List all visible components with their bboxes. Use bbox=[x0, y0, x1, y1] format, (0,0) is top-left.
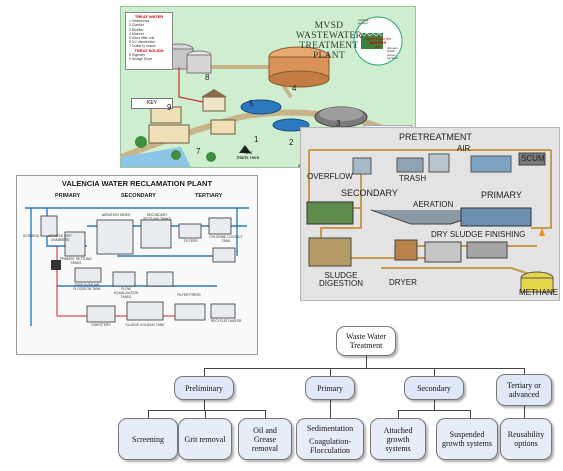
title-line: MVSD bbox=[314, 21, 344, 31]
key-item: 7 Outlet to marsh bbox=[129, 44, 156, 49]
label-sludge-digestion: SLUDGE DIGESTION bbox=[319, 271, 364, 288]
bubble-small: pieces bbox=[387, 52, 396, 57]
label-dryer: DRYER bbox=[389, 278, 417, 287]
stop-number: 1 bbox=[254, 135, 259, 144]
bubble-small: bacteria bbox=[387, 56, 398, 61]
tiny-label: SCREENS bbox=[23, 234, 39, 238]
node-waste-water-treatment: Waste Water Treatment bbox=[336, 326, 396, 356]
tiny-label: FILTER PRESS bbox=[177, 293, 201, 297]
key-item: 8 Digester bbox=[129, 52, 145, 57]
tiny-label: RECYCLED WATER bbox=[210, 319, 242, 323]
title-line: WASTEWATER bbox=[295, 31, 363, 41]
key-item: 6 UV disinfection bbox=[129, 40, 156, 45]
stop-number: 2 bbox=[289, 138, 294, 147]
stop-number: 3 bbox=[336, 119, 341, 128]
key-heading-treat-solids: TREAT SOLIDS bbox=[134, 47, 164, 53]
node-coagulation: Coagulation-Flocculation bbox=[309, 436, 351, 455]
node-primary-methods: Sedimentation Coagulation-Flocculation bbox=[296, 418, 364, 460]
label-primary: PRIMARY bbox=[481, 190, 522, 200]
valencia-schematic-art bbox=[25, 207, 249, 326]
node-sedimentation: Sedimentation bbox=[306, 423, 354, 433]
bubble-small: plastic bbox=[387, 49, 396, 54]
label-trash: TRASH bbox=[399, 174, 427, 183]
process-flow-diagram: PRETREATMENT AIR SCUM OVERFLOW TRASH SEC… bbox=[300, 127, 560, 301]
mvsd-title: MVSD WASTEWATER TREATMENT PLANT bbox=[239, 21, 415, 61]
bubble-label: Where Micro the BUGGIES live bbox=[352, 37, 404, 49]
key-tag: KEY bbox=[131, 98, 173, 109]
node-reusability-options: Reusability options bbox=[500, 418, 552, 460]
tiny-label: FILTERS bbox=[184, 239, 198, 243]
section-secondary: SECONDARY bbox=[121, 193, 156, 199]
stop-number: 7 bbox=[196, 147, 201, 156]
tiny-label: FLOW EQUALIZATION TANKS bbox=[114, 287, 138, 299]
tour-line: Tour bbox=[243, 150, 253, 155]
mvsd-key-legend: TREAT WATER 1 Headworks 2 Clarifier 3 Bi… bbox=[125, 12, 173, 70]
bubble-small-labels-right: nitrogen plastic pieces bacteria bbox=[387, 46, 398, 61]
node-attached-growth: Attached growth systems bbox=[370, 418, 426, 460]
tour-start-label: Tour Starts Here bbox=[233, 150, 263, 160]
label-overflow: OVERFLOW bbox=[307, 172, 353, 181]
stop-number: 4 bbox=[292, 84, 297, 93]
key-item: 1 Headworks bbox=[129, 19, 150, 24]
key-item: 3 Biofilter bbox=[129, 27, 144, 32]
stop-number: 9 bbox=[167, 103, 172, 112]
key-heading-treat-water: TREAT WATER bbox=[134, 14, 164, 19]
tiny-label: DISSOLVED AIR FLOTATION TANK bbox=[73, 283, 101, 291]
key-item: 5 Sand filter unit bbox=[129, 36, 155, 41]
tiny-label: AERATED GRIT CHAMBERS bbox=[47, 234, 73, 242]
key-item: 4 Mixliner bbox=[129, 31, 144, 36]
tiny-label: SLUDGE HOLDING TANK bbox=[125, 323, 165, 327]
node-grit-removal: Grit removal bbox=[178, 418, 232, 460]
label-pretreatment: PRETREATMENT bbox=[399, 132, 472, 142]
stop-number: 8 bbox=[205, 73, 210, 82]
tiny-label: AERATION TANKS bbox=[101, 213, 131, 217]
process-flow-art bbox=[306, 149, 554, 293]
node-tertiary: Tertiary or advanced bbox=[496, 374, 552, 406]
bubble-small-labels: rotating sprayer bbox=[358, 18, 369, 26]
label-air: AIR bbox=[457, 144, 471, 153]
label-scum: SCUM bbox=[521, 154, 545, 163]
tour-line: Starts Here bbox=[236, 155, 260, 160]
tiny-label: SECONDARY SETTLING TANKS bbox=[143, 213, 171, 221]
stop-number: 5 bbox=[249, 99, 254, 108]
valencia-plant-schematic: VALENCIA WATER RECLAMATION PLANT PRIMARY… bbox=[16, 175, 258, 355]
node-preliminary: Preliminary bbox=[174, 376, 234, 400]
node-screening: Screening bbox=[118, 418, 178, 460]
label-aeration: AERATION bbox=[413, 200, 454, 209]
label-methane: METHANE bbox=[519, 288, 559, 297]
valencia-title: VALENCIA WATER RECLAMATION PLANT bbox=[61, 179, 213, 188]
tiny-label: CHLORINE CONTACT TANK bbox=[209, 235, 243, 243]
section-tertiary: TERTIARY bbox=[195, 193, 223, 199]
node-secondary: Secondary bbox=[404, 376, 464, 400]
bubble-small: sprayer bbox=[358, 21, 369, 26]
key-item: 2 Clarifier bbox=[129, 23, 144, 28]
key-item: 9 Sludge Dryer bbox=[129, 57, 153, 62]
label-dry-sludge-finishing: DRY SLUDGE FINISHING bbox=[431, 230, 526, 239]
bubble-small: nitrogen bbox=[387, 46, 398, 50]
bubble-line: live bbox=[375, 45, 381, 49]
title-line: TREATMENT bbox=[299, 41, 359, 51]
bubble-small: rotating bbox=[358, 18, 369, 22]
label-secondary: SECONDARY bbox=[341, 188, 398, 198]
node-oil-grease-removal: Oil and Grease removal bbox=[238, 418, 292, 460]
bubble-line: BUGGIES bbox=[369, 41, 387, 45]
tiny-label: DIGESTERS bbox=[91, 323, 111, 327]
node-suspended-growth: Suspended growth systems bbox=[436, 418, 498, 460]
node-primary: Primary bbox=[305, 376, 355, 400]
bubble-line: Where Micro the bbox=[364, 37, 392, 41]
section-primary: PRIMARY bbox=[55, 193, 81, 199]
title-line: PLANT bbox=[312, 51, 346, 61]
tiny-label: PRIMARY SETTLING TANKS bbox=[60, 257, 92, 265]
